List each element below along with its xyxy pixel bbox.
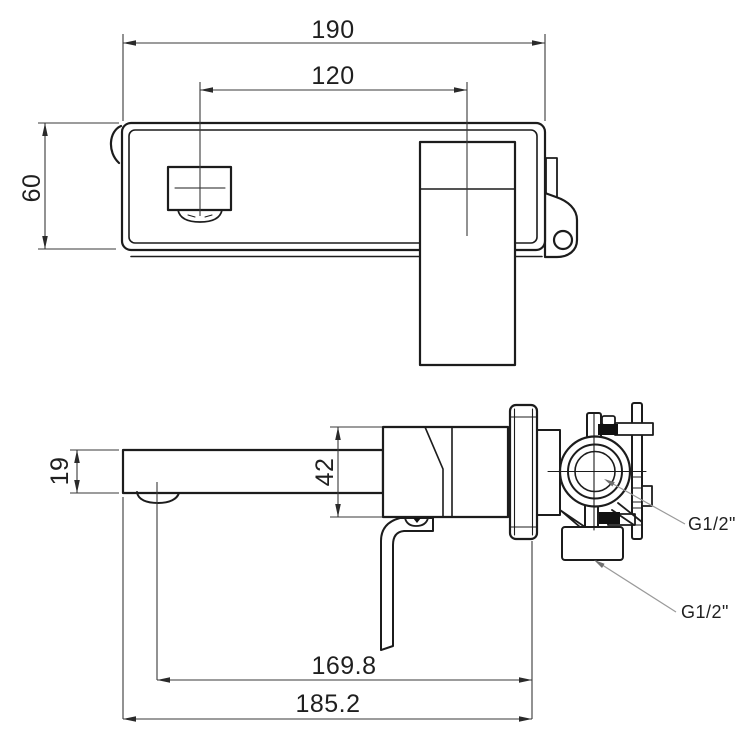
valve-neck xyxy=(536,429,561,516)
cartridge-crosshair xyxy=(547,412,647,531)
bottom-port xyxy=(561,526,624,561)
bottom-seal-black xyxy=(599,512,620,524)
underbody-screw-recess xyxy=(404,517,429,527)
top-knob xyxy=(601,415,616,426)
thread-label-lower: G1/2" xyxy=(681,602,729,622)
dim-reach-aerator: 169.8 xyxy=(156,482,532,683)
mounting-plate-segments xyxy=(631,476,643,526)
thread-callouts: G1/2" G1/2" xyxy=(594,479,736,622)
handle-lever-side-view xyxy=(380,517,434,651)
dim-label-169-8: 169.8 xyxy=(311,652,376,680)
aerator-side-view xyxy=(136,491,180,504)
dim-label-42: 42 xyxy=(311,458,339,487)
dim-spout-height: 19 xyxy=(46,449,119,494)
plate-left-bump xyxy=(109,124,123,165)
dim-body-height: 42 xyxy=(311,426,382,518)
dim-label-190: 190 xyxy=(311,16,354,44)
dim-reach-overall: 185.2 xyxy=(122,497,533,722)
aerator-detail xyxy=(187,214,213,218)
spout-side-view xyxy=(121,448,385,495)
valve-body xyxy=(381,425,510,519)
dim-label-60: 60 xyxy=(18,174,46,203)
top-seal-black xyxy=(598,424,618,435)
screw-recess-mark xyxy=(413,518,421,523)
bottom-stem xyxy=(584,504,599,528)
upper-leader-arrow xyxy=(604,479,615,487)
side-view xyxy=(121,402,654,651)
wall-flange xyxy=(508,403,539,541)
dim-spout-offset: 120 xyxy=(199,62,468,236)
mounting-ear xyxy=(543,191,579,259)
valve-struts xyxy=(551,502,643,528)
top-view xyxy=(109,121,579,367)
body-seam-lines xyxy=(424,426,453,518)
side-lug xyxy=(641,485,653,507)
lower-leader-arrow xyxy=(594,560,605,568)
dim-plate-width: 190 xyxy=(122,16,546,121)
dim-plate-height: 60 xyxy=(18,122,119,250)
wall-plate-inner-line xyxy=(128,129,538,244)
aerator-outline xyxy=(177,209,223,223)
mounting-hole xyxy=(552,229,574,251)
thread-label-upper: G1/2" xyxy=(688,514,736,534)
dim-label-19: 19 xyxy=(46,457,74,486)
dim-label-185-2: 185.2 xyxy=(295,690,360,718)
top-bracket-arm xyxy=(614,422,654,436)
dim-label-120: 120 xyxy=(311,62,354,90)
wall-flange-details xyxy=(510,408,537,536)
dimensions: 190 120 60 19 xyxy=(18,16,546,722)
